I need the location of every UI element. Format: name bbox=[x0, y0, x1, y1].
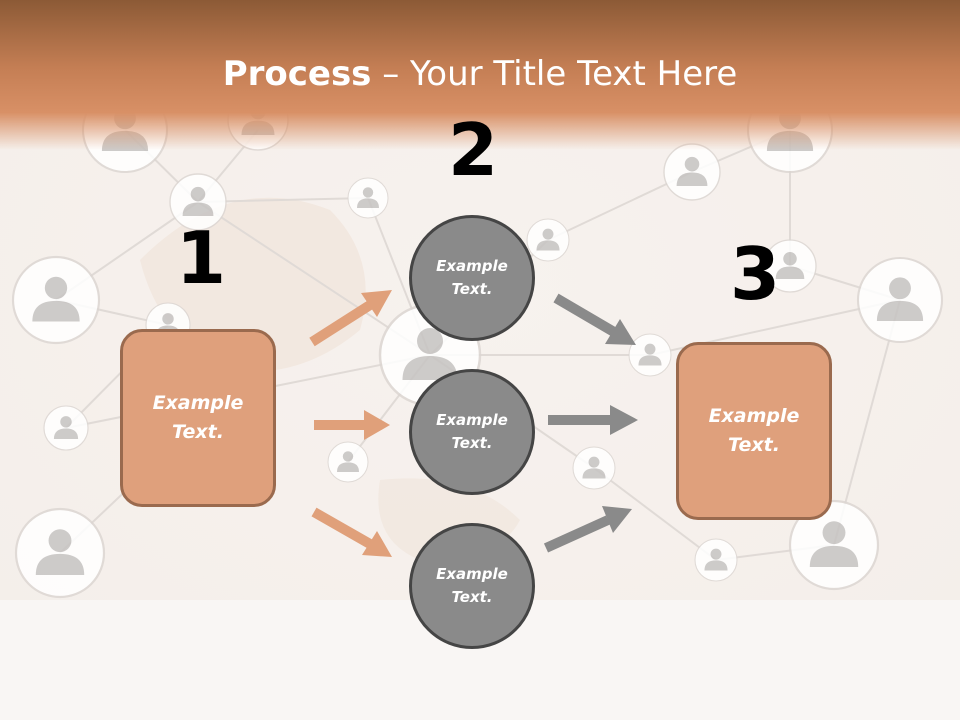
step-1-box: Example Text. bbox=[120, 329, 276, 507]
arrow-icon bbox=[309, 290, 638, 557]
circle-bottom-label: Example Text. bbox=[436, 565, 508, 606]
step-2-circle-top: Example Text. bbox=[409, 215, 535, 341]
step-number-2: 2 bbox=[448, 108, 499, 192]
circle-middle-label: Example Text. bbox=[436, 411, 508, 452]
slide-title: Process – Your Title Text Here bbox=[0, 52, 960, 96]
title-rest: – Your Title Text Here bbox=[371, 54, 738, 94]
step-3-box: Example Text. bbox=[676, 342, 832, 520]
step-2-circle-bottom: Example Text. bbox=[409, 523, 535, 649]
step-1-box-label: Example Text. bbox=[152, 392, 244, 443]
step-2-circle-middle: Example Text. bbox=[409, 369, 535, 495]
title-bold: Process bbox=[222, 54, 372, 94]
step-3-box-label: Example Text. bbox=[708, 405, 800, 456]
title-bar bbox=[0, 0, 960, 150]
circle-top-label: Example Text. bbox=[436, 257, 508, 298]
step-number-3: 3 bbox=[730, 232, 781, 316]
step-number-1: 1 bbox=[176, 216, 227, 300]
